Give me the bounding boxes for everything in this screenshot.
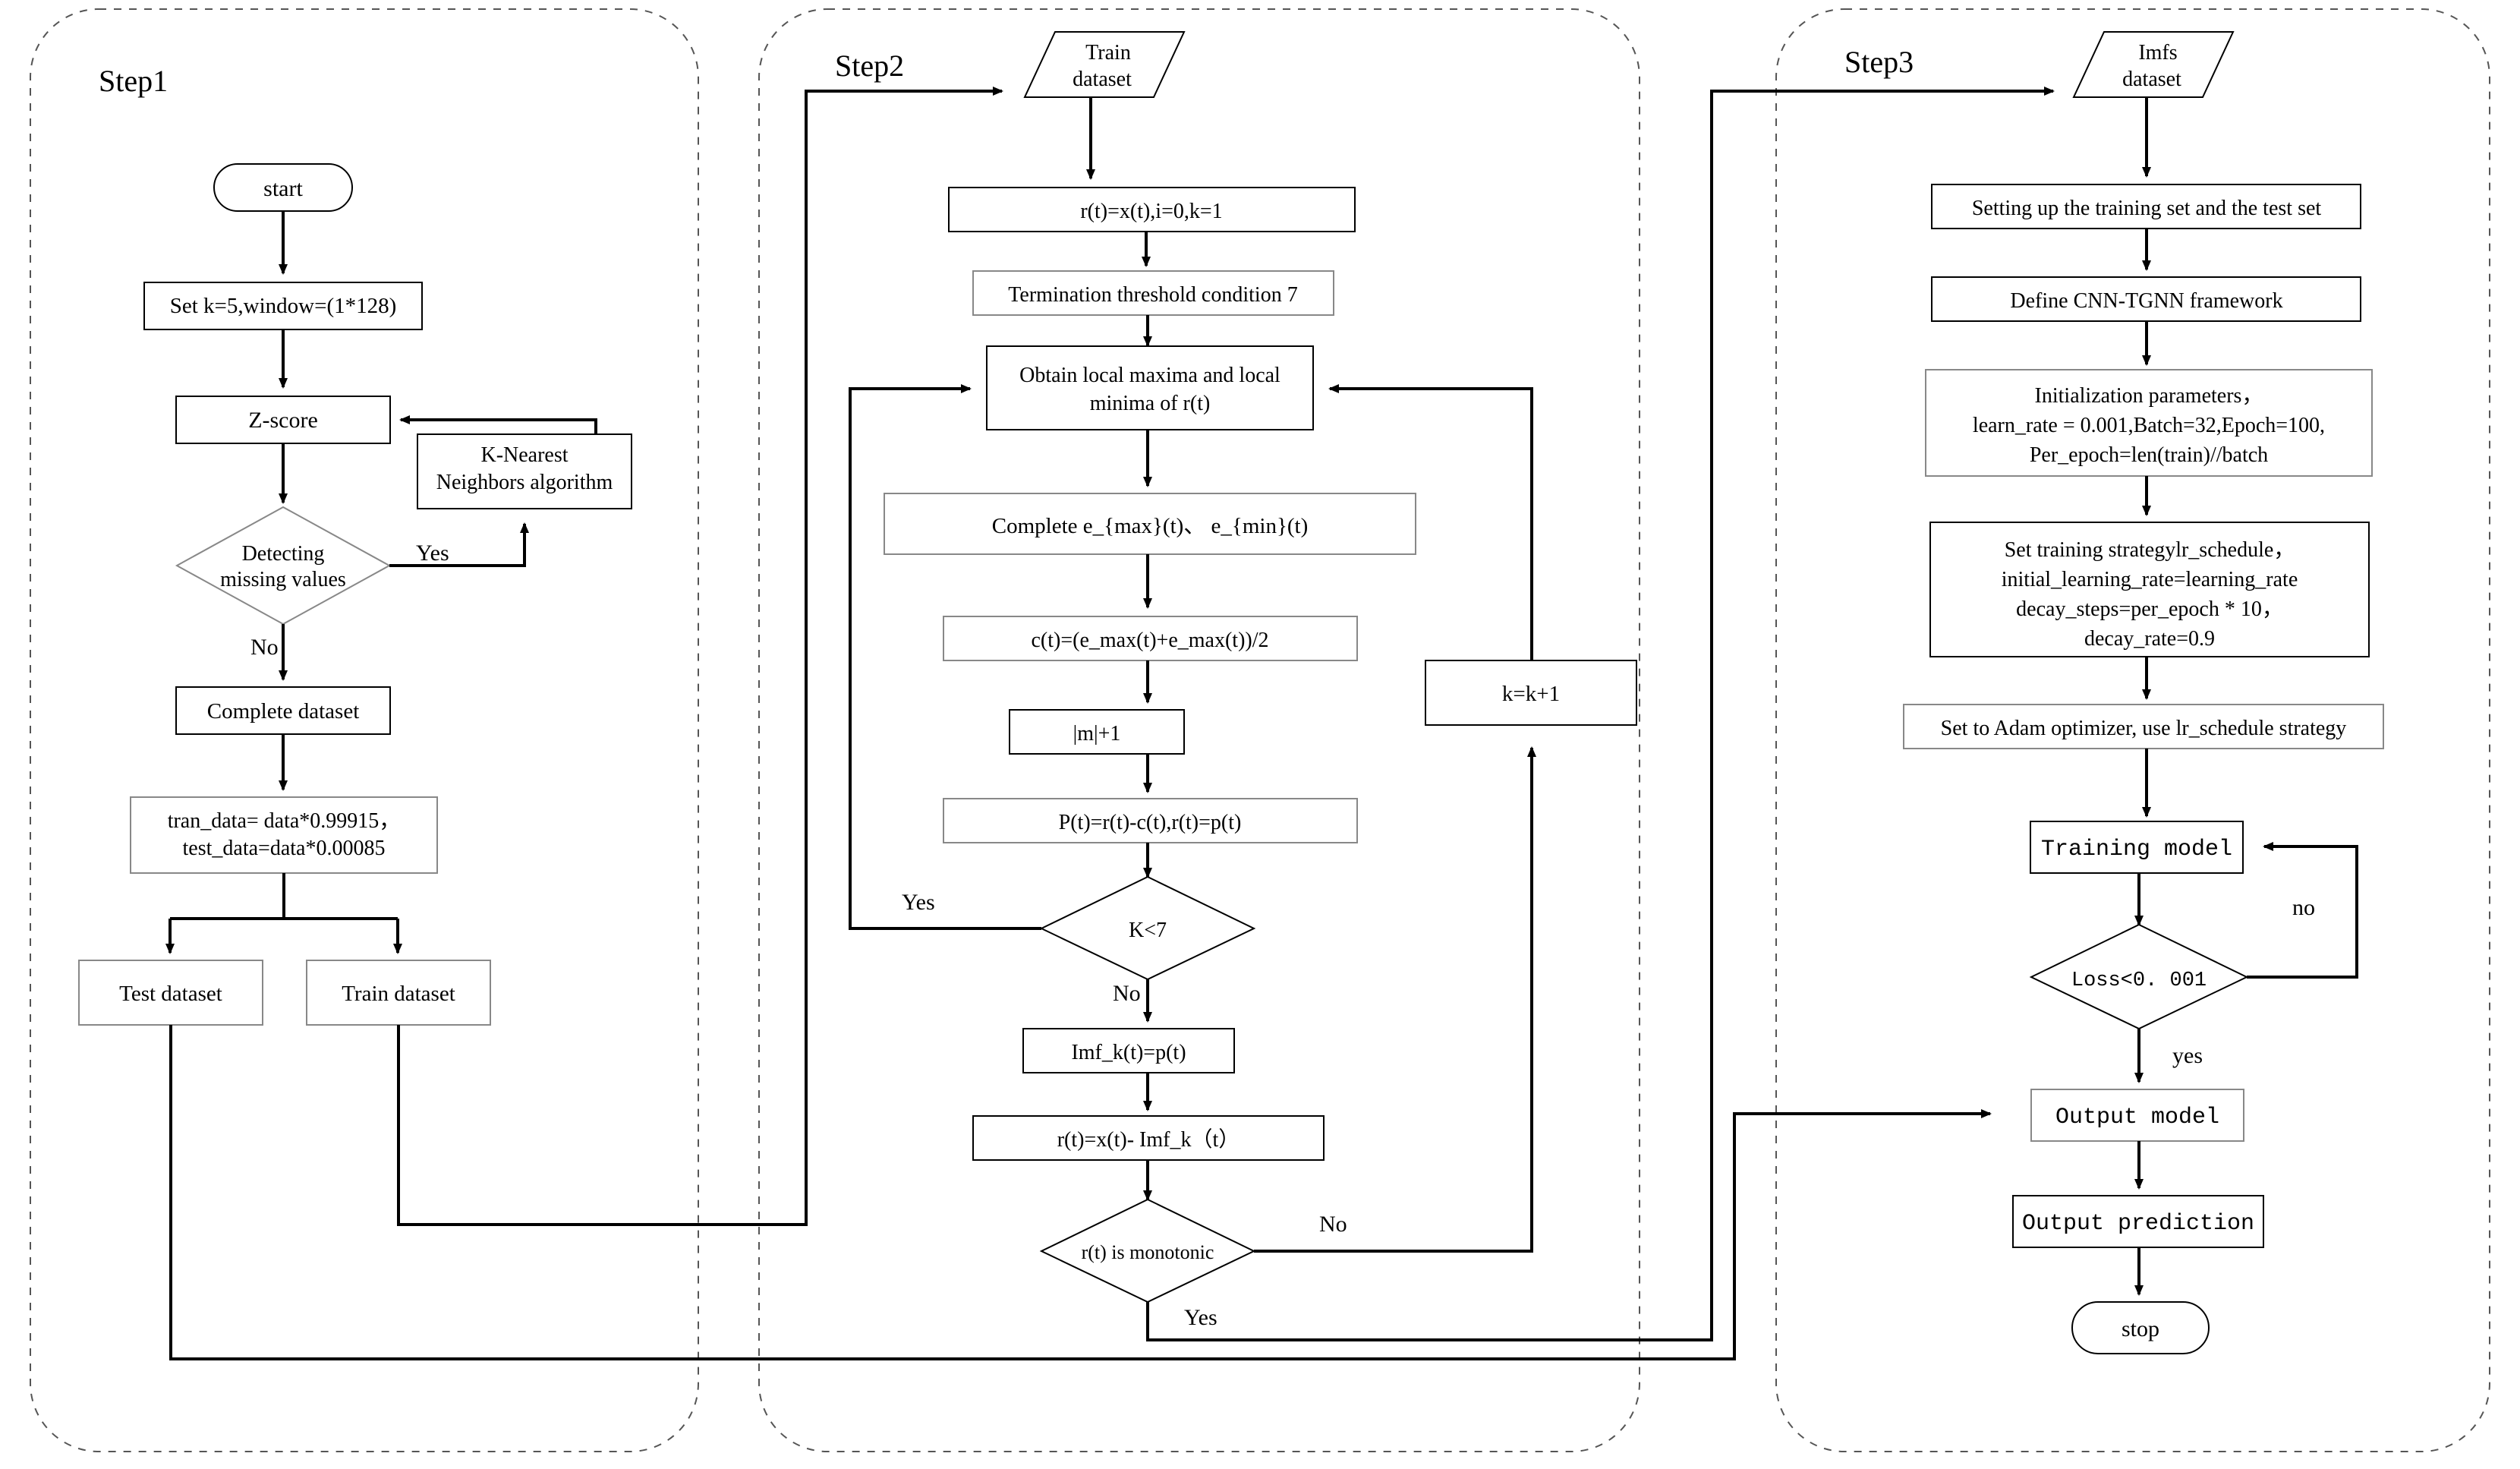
node-proto-imf-label: P(t)=r(t)-c(t),r(t)=p(t) — [1059, 811, 1242, 834]
node-output-model[interactable] — [2030, 1089, 2244, 1142]
node-training-model-label: Training model — [2041, 837, 2232, 862]
node-start-label: start — [263, 176, 303, 201]
edge-k7-yes-loop — [849, 384, 1041, 930]
node-init-rt[interactable] — [948, 187, 1356, 232]
node-init-params-line1: Initialization parameters， — [2035, 384, 2263, 408]
edge-label-monotonic-yes: Yes — [1184, 1305, 1217, 1330]
node-complete-envelope[interactable] — [884, 493, 1416, 555]
node-training-strategy-line2: initial_learning_rate=learning_rate — [2002, 568, 2298, 591]
node-define-framework[interactable] — [1931, 276, 2361, 322]
node-training-strategy-line4: decay_rate=0.9 — [2084, 627, 2215, 651]
edge-label-monotonic-no: No — [1319, 1212, 1347, 1237]
node-termination-threshold[interactable] — [972, 270, 1334, 316]
node-imfs-dataset[interactable] — [2072, 31, 2235, 98]
edge-label-k7-yes: Yes — [902, 890, 935, 915]
node-adam-optimizer[interactable] — [1903, 704, 2384, 749]
node-decision-monotonic-label: r(t) is monotonic — [1082, 1241, 1214, 1263]
node-knn-label-line1: K-Nearest — [480, 443, 568, 467]
node-detect-label-line1: Detecting — [242, 542, 325, 566]
edge-label-loss-no: no — [2292, 895, 2315, 920]
node-setup-sets-label: Setting up the training set and the test… — [1972, 197, 2322, 220]
step2-title: Step2 — [835, 49, 904, 83]
node-detect-label-line2: missing values — [220, 568, 346, 591]
step1-title: Step1 — [99, 64, 168, 98]
node-train-dataset-step1-label: Train dataset — [342, 982, 455, 1006]
node-init-rt-label: r(t)=x(t),i=0,k=1 — [1080, 200, 1222, 223]
group-step1 — [30, 8, 699, 1452]
node-init-params[interactable] — [1925, 369, 2373, 477]
node-complete-dataset[interactable] — [175, 686, 391, 735]
edge-test-dataset-to-output-model — [169, 1025, 1992, 1360]
node-obtain-extrema-line2: minima of r(t) — [1090, 392, 1211, 415]
node-m-count[interactable] — [1009, 709, 1185, 755]
node-knn[interactable] — [417, 433, 632, 509]
node-step2-train-dataset[interactable] — [1023, 31, 1186, 98]
node-set-k-label: Set k=5,window=(1*128) — [170, 294, 397, 318]
node-training-model[interactable] — [2030, 821, 2244, 874]
node-complete-envelope-label: Complete e_{max}(t)、 e_{min}(t) — [992, 514, 1308, 538]
node-imfs-dataset-line2: dataset — [2122, 68, 2181, 91]
node-step2-train-dataset-line1: Train — [1085, 41, 1131, 65]
edge-knn-to-zscore — [399, 415, 597, 434]
node-step2-train-dataset-line2: dataset — [1073, 68, 1132, 91]
node-imfs-dataset-line1: Imfs — [2138, 41, 2177, 65]
node-k-increment-label: k=k+1 — [1502, 682, 1560, 706]
node-zscore[interactable] — [175, 396, 391, 444]
edge-monotonic-yes-to-step3 — [1146, 87, 2055, 1341]
node-output-prediction-label: Output prediction — [2022, 1211, 2254, 1237]
node-obtain-extrema[interactable] — [986, 345, 1314, 430]
node-training-strategy-line1: Set training strategylr_schedule， — [2005, 538, 2295, 562]
edge-label-k7-no: No — [1113, 981, 1141, 1006]
node-residual-label: r(t)=x(t)- Imf_k（t） — [1057, 1127, 1240, 1152]
step3-title: Step3 — [1844, 45, 1914, 79]
edge-monotonic-no-to-kinc — [1254, 746, 1536, 1253]
edge-detect-yes-to-knn — [389, 522, 529, 567]
node-stop-label: stop — [2122, 1316, 2159, 1341]
node-proto-imf[interactable] — [943, 798, 1358, 843]
edge-label-detect-no: No — [250, 635, 279, 660]
node-zscore-label: Z-score — [248, 408, 318, 433]
node-split-label-line2: test_data=data*0.00085 — [183, 837, 386, 860]
node-split-label-line1: tran_data= data*0.99915， — [168, 809, 401, 833]
node-adam-optimizer-label: Set to Adam optimizer, use lr_schedule s… — [1941, 717, 2347, 740]
edge-label-loss-yes: yes — [2172, 1043, 2203, 1068]
node-training-strategy-line3: decay_steps=per_epoch * 10， — [2016, 597, 2283, 621]
node-define-framework-label: Define CNN-TGNN framework — [2010, 289, 2282, 313]
node-test-dataset[interactable] — [78, 960, 263, 1026]
node-set-k[interactable] — [143, 282, 423, 330]
node-stop[interactable] — [2071, 1301, 2210, 1354]
node-decision-loss-label: Loss<0. 001 — [2071, 969, 2207, 992]
edge-train-dataset-to-step2 — [397, 87, 1003, 1226]
edge-loss-no-loop — [2247, 842, 2358, 979]
node-mean-envelope-label: c(t)=(e_max(t)+e_max(t))/2 — [1032, 629, 1269, 652]
edge-kinc-to-extrema — [1328, 384, 1533, 660]
node-train-dataset-step1[interactable] — [306, 960, 491, 1026]
group-step3 — [1775, 8, 2490, 1452]
group-step2 — [758, 8, 1640, 1452]
node-termination-threshold-label: Termination threshold condition 7 — [1008, 283, 1297, 307]
node-mean-envelope[interactable] — [943, 616, 1358, 661]
node-test-dataset-label: Test dataset — [119, 982, 222, 1006]
node-init-params-line3: Per_epoch=len(train)//batch — [2030, 443, 2268, 467]
node-decision-k-lt-7-label: K<7 — [1129, 919, 1167, 942]
edge-label-detect-yes: Yes — [416, 541, 449, 566]
node-imf-assign-label: Imf_k(t)=p(t) — [1071, 1041, 1186, 1064]
node-residual[interactable] — [972, 1115, 1325, 1161]
node-split-data[interactable] — [130, 796, 438, 874]
node-complete-dataset-label: Complete dataset — [207, 699, 360, 723]
node-init-params-line2: learn_rate = 0.001,Batch=32,Epoch=100, — [1973, 414, 2325, 437]
node-training-strategy[interactable] — [1929, 522, 2370, 657]
node-output-model-label: Output model — [2055, 1105, 2219, 1130]
node-imf-assign[interactable] — [1022, 1028, 1235, 1073]
node-obtain-extrema-line1: Obtain local maxima and local — [1019, 364, 1280, 387]
node-k-increment[interactable] — [1425, 660, 1637, 726]
node-m-count-label: |m|+1 — [1073, 722, 1121, 746]
node-knn-label-line2: Neighbors algorithm — [436, 471, 613, 494]
